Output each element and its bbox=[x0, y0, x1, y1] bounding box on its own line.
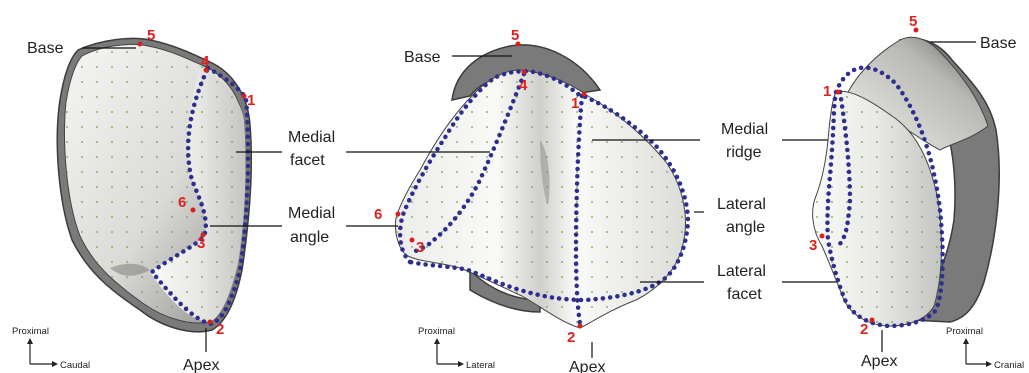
middle-view: 5 4 1 6 3 2 Base Apex Proximal Lateral bbox=[346, 27, 692, 373]
right-base-label: Base bbox=[980, 35, 1017, 52]
left-medial-angle-label-2: angle bbox=[290, 229, 329, 246]
left-landmark-5-dot bbox=[138, 42, 143, 47]
right-landmark-1-dot bbox=[836, 90, 841, 95]
right-view: 5 1 3 2 Base Medial ridge Lateral angle … bbox=[717, 13, 1024, 371]
middle-orientation-axes bbox=[434, 338, 464, 367]
left-landmark-1-dot bbox=[242, 94, 247, 99]
right-landmark-1: 1 bbox=[823, 83, 831, 100]
lateral-facet-label-2: facet bbox=[727, 286, 762, 303]
middle-landmark-6-dot bbox=[396, 212, 401, 217]
left-axis-proximal: Proximal bbox=[12, 326, 49, 337]
medial-ridge-label-1: Medial bbox=[721, 121, 768, 138]
lateral-angle-label-2: angle bbox=[726, 219, 765, 236]
middle-axis-lateral: Lateral bbox=[466, 360, 495, 371]
middle-grid-dots bbox=[394, 68, 692, 330]
left-landmark-6: 6 bbox=[178, 194, 186, 211]
lateral-angle-label-1: Lateral bbox=[717, 196, 766, 213]
middle-base-label: Base bbox=[404, 49, 441, 66]
left-axis-caudal: Caudal bbox=[60, 360, 90, 371]
middle-apex-label: Apex bbox=[569, 359, 605, 373]
middle-landmark-1-dot bbox=[582, 92, 587, 97]
middle-landmark-2: 2 bbox=[567, 329, 575, 346]
left-landmark-2-dot bbox=[208, 320, 213, 325]
right-landmark-5: 5 bbox=[909, 13, 917, 30]
right-axis-proximal: Proximal bbox=[946, 326, 983, 337]
middle-landmark-5: 5 bbox=[511, 27, 519, 44]
right-apex-label: Apex bbox=[861, 353, 897, 370]
left-orientation-axes bbox=[27, 338, 58, 367]
left-landmark-1: 1 bbox=[247, 92, 255, 109]
lateral-facet-label-1: Lateral bbox=[717, 263, 766, 280]
right-orientation-axes bbox=[963, 338, 992, 367]
right-axis-cranial: Cranial bbox=[994, 360, 1024, 371]
middle-landmark-1: 1 bbox=[571, 95, 579, 112]
medial-ridge-label-2: ridge bbox=[726, 144, 762, 161]
left-base-label: Base bbox=[27, 40, 64, 57]
left-landmark-6-dot bbox=[191, 208, 196, 213]
middle-landmark-3: 3 bbox=[416, 239, 424, 256]
middle-landmark-6: 6 bbox=[374, 206, 382, 223]
left-landmark-5: 5 bbox=[147, 27, 155, 44]
middle-landmark-2-dot bbox=[578, 324, 583, 329]
left-medial-facet-label-1: Medial bbox=[288, 129, 335, 146]
right-landmark-3-dot bbox=[820, 234, 825, 239]
left-medial-facet-label-2: facet bbox=[290, 152, 325, 169]
middle-landmark-4-dot bbox=[522, 70, 527, 75]
left-apex-label: Apex bbox=[183, 357, 219, 373]
right-landmark-2-dot bbox=[870, 318, 875, 323]
left-landmark-4: 4 bbox=[201, 53, 210, 70]
left-landmark-3: 3 bbox=[197, 235, 205, 252]
left-landmark-2: 2 bbox=[216, 321, 224, 338]
right-landmark-3: 3 bbox=[809, 237, 817, 254]
middle-landmark-4: 4 bbox=[519, 77, 528, 94]
left-medial-angle-label-1: Medial bbox=[288, 205, 335, 222]
middle-landmark-3-dot bbox=[410, 238, 415, 243]
left-grid-dots bbox=[66, 46, 248, 326]
middle-axis-proximal: Proximal bbox=[418, 326, 455, 337]
left-view: 5 4 1 6 3 2 Base Medial facet Medial ang… bbox=[12, 27, 335, 373]
right-landmark-2: 2 bbox=[860, 321, 868, 338]
